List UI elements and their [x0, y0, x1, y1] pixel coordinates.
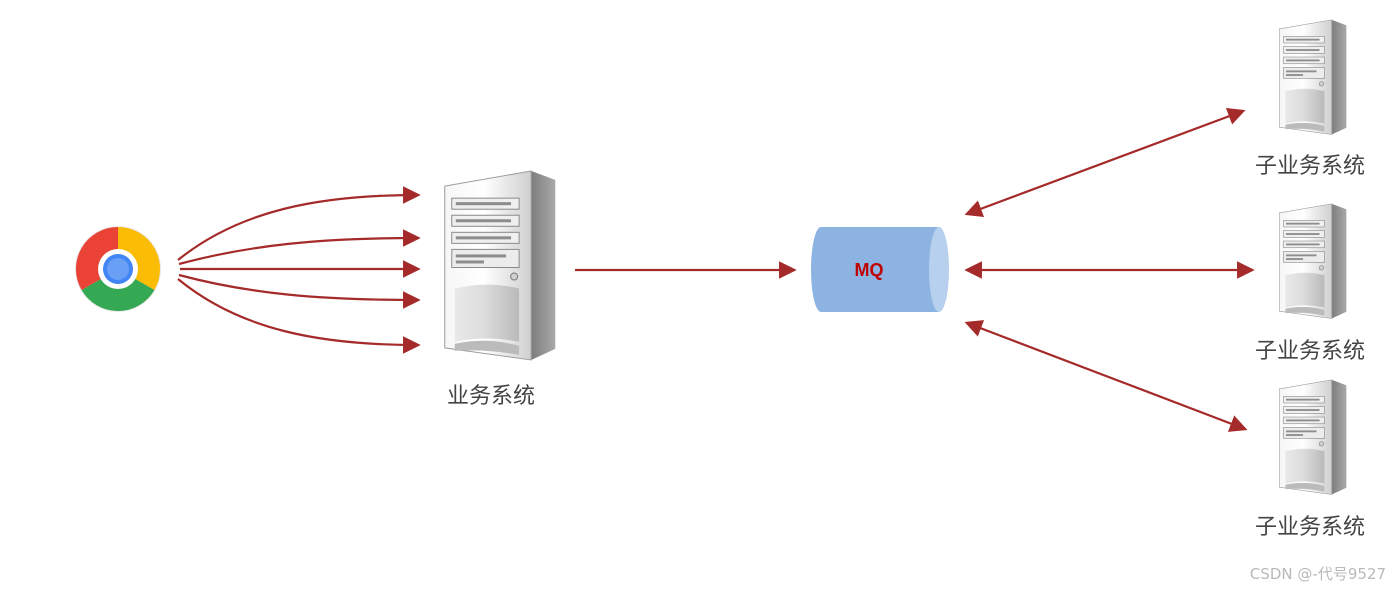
subsystem-label-3: 子业务系统 [1255, 515, 1366, 540]
mq-subsystem-arrow-1 [964, 107, 1246, 218]
request-arrow-1 [177, 186, 421, 261]
mq-queue: MQ [811, 227, 949, 312]
request-arrow-5 [177, 278, 421, 354]
browser-request-arrows [177, 186, 421, 354]
main-system-server [444, 170, 556, 361]
request-arrow-2 [178, 229, 421, 266]
subsystem-server-3 [1278, 379, 1347, 495]
mq-subsystem-arrow-3 [964, 320, 1248, 432]
watermark: CSDN @-代号9527 [1249, 565, 1386, 583]
main-system-label: 业务系统 [447, 384, 536, 409]
mq-subsystem-arrows [964, 107, 1255, 432]
subsystem-label-1: 子业务系统 [1255, 154, 1366, 179]
mq-label: MQ [855, 260, 884, 280]
request-arrow-4 [178, 273, 421, 309]
chrome-browser-icon [75, 226, 161, 312]
subsystem-server-1 [1278, 19, 1347, 135]
subsystem-label-2: 子业务系统 [1255, 339, 1366, 364]
subsystem-server-2 [1278, 203, 1347, 319]
